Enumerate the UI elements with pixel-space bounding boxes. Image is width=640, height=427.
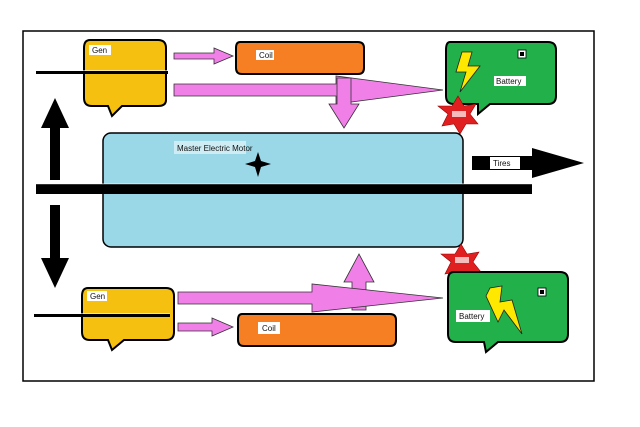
coil-bottom-label: Coil (262, 324, 276, 333)
four-point-star-icon (245, 152, 271, 177)
coil-top: Coil (235, 41, 365, 75)
battery-top: Battery (445, 41, 557, 117)
flow-arrow-gen-to-battery-top (173, 75, 444, 105)
main-drive-shaft (36, 183, 532, 194)
battery-top-label: Battery (496, 77, 521, 86)
generator-bottom-shaft (34, 313, 170, 317)
arrow-down-left (41, 205, 69, 288)
generator-top: Gen (83, 39, 167, 118)
flow-arrow-gen-to-battery-bottom (177, 283, 444, 313)
battery-bottom-label: Battery (459, 312, 484, 321)
tires-label: Tires (493, 159, 510, 168)
arrow-up-left (41, 98, 69, 180)
lightning-bolt-icon (485, 285, 523, 335)
lightning-bolt-icon (455, 51, 481, 93)
flow-arrow-gen-to-coil-top (173, 47, 235, 65)
generator-top-shaft (36, 70, 168, 74)
generator-top-label: Gen (92, 46, 107, 55)
generator-bottom-label: Gen (90, 292, 105, 301)
motor-label: Master Electric Motor (177, 144, 253, 153)
coil-top-label: Coil (259, 51, 273, 60)
tires-arrow: Tires (472, 148, 584, 178)
flow-arrow-gen-to-coil-bottom (177, 317, 235, 337)
generator-bottom: Gen (81, 287, 175, 352)
battery-bottom: Battery (447, 271, 569, 354)
coil-bottom: Coil (237, 313, 397, 347)
flow-arrow-down-into-motor (328, 77, 360, 129)
